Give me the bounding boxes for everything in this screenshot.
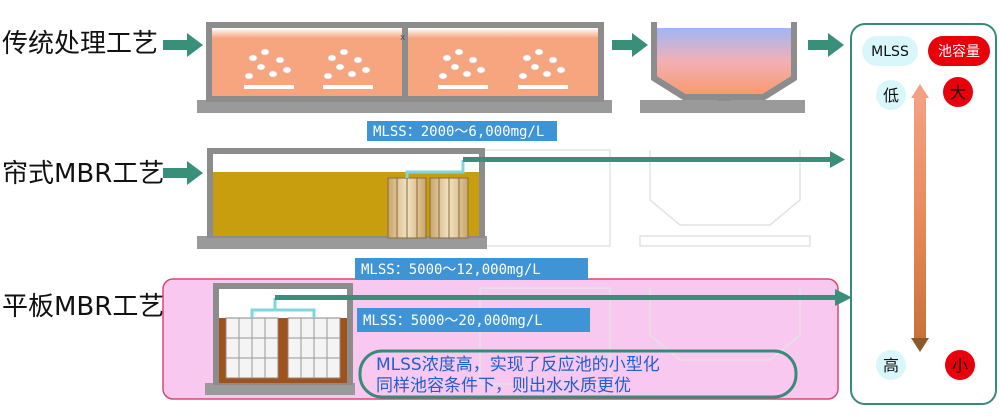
transfer-arrow-row1 bbox=[612, 33, 648, 57]
svg-text:x: x bbox=[400, 33, 406, 43]
legend-mlss-pill bbox=[862, 36, 918, 66]
legend-big-label: 大 bbox=[950, 83, 966, 102]
legend-capacity-label: 池容量 bbox=[938, 43, 980, 60]
curtain-mbr-tank bbox=[197, 148, 487, 249]
curtain-membrane-module-1 bbox=[387, 177, 427, 239]
legend-high-circle bbox=[876, 350, 906, 380]
flat-membrane-module-2 bbox=[287, 317, 341, 379]
legend-capacity-pill bbox=[928, 36, 990, 66]
mlss-badge-traditional bbox=[367, 121, 557, 141]
legend-high-label: 高 bbox=[883, 356, 899, 375]
mlss-traditional-text: MLSS：2000～6,000mg/L bbox=[373, 124, 544, 140]
note-line-1: MLSS浓度高，实现了反应池的小型化 bbox=[376, 355, 660, 375]
legend-mlss-label: MLSS bbox=[871, 44, 909, 60]
settling-tank bbox=[640, 22, 805, 113]
mlss-flat-text: MLSS：5000～20,000mg/L bbox=[363, 313, 543, 329]
curtain-membrane-module-2 bbox=[429, 177, 469, 239]
legend-big-circle bbox=[943, 77, 973, 107]
curtain-mbr-label: 帘式MBR工艺 bbox=[2, 159, 164, 189]
inlet-arrow-row1 bbox=[163, 33, 203, 57]
permeate-line-row3 bbox=[275, 289, 852, 306]
flat-mbr-label: 平板MBR工艺 bbox=[2, 292, 164, 322]
traditional-process-label: 传统处理工艺 bbox=[2, 29, 158, 59]
note-line-2: 同样池容条件下，则出水水质更优 bbox=[376, 376, 631, 396]
permeate-line-row2 bbox=[463, 151, 845, 168]
legend-low-circle bbox=[876, 80, 906, 110]
legend-low-label: 低 bbox=[883, 86, 899, 105]
mlss-badge-curtain bbox=[355, 258, 588, 280]
scale-double-arrow bbox=[911, 84, 929, 352]
legend-small-label: 小 bbox=[952, 356, 968, 375]
note-bubble bbox=[358, 349, 798, 399]
mlss-badge-flat bbox=[357, 308, 590, 332]
inlet-arrow-row2 bbox=[163, 161, 203, 185]
mlss-curtain-text: MLSS：5000～12,000mg/L bbox=[361, 262, 541, 278]
legend-small-circle bbox=[945, 350, 975, 380]
flat-membrane-module-1 bbox=[225, 317, 279, 379]
aeration-tank: x bbox=[197, 22, 612, 113]
outlet-arrow-row1 bbox=[808, 33, 844, 57]
